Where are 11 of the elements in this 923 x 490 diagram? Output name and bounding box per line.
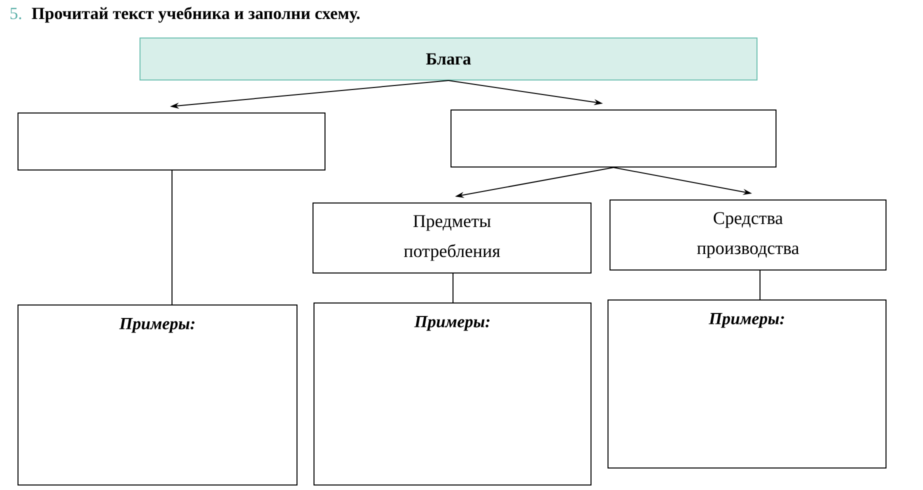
task-title: Прочитай текст учебника и заполни схему. <box>32 6 360 23</box>
blank-box <box>18 112 326 170</box>
category-box: Предметы потребления <box>312 202 592 274</box>
heading-box: Блага <box>140 38 758 80</box>
answer-box: Примеры: <box>608 300 887 468</box>
category-box: Средства производства <box>610 200 887 270</box>
answer-box: Примеры: <box>314 302 592 486</box>
connector-line <box>452 273 454 303</box>
answer-box: Примеры: <box>18 304 298 486</box>
blank-box <box>450 110 776 168</box>
task-number: 5. <box>10 8 22 20</box>
